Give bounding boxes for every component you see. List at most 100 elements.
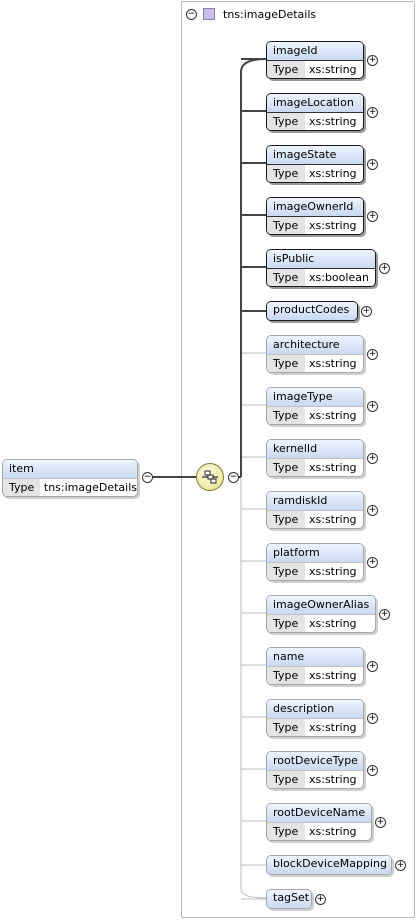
type-value: xs:string <box>309 409 357 422</box>
type-label: Type <box>267 719 305 736</box>
expand-toggle-icon[interactable]: + <box>315 894 326 905</box>
expand-toggle-icon[interactable]: + <box>367 349 378 360</box>
type-value: xs:string <box>309 63 357 76</box>
expand-toggle-icon[interactable]: + <box>367 107 378 118</box>
type-value: xs:string <box>309 669 357 682</box>
type-label: Type <box>267 615 305 632</box>
expand-toggle-icon[interactable]: + <box>361 306 372 317</box>
complex-type-title: tns:imageDetails <box>223 7 317 21</box>
type-label: Type <box>267 823 305 840</box>
root-collapse-toggle-icon[interactable]: − <box>142 472 153 483</box>
element-name: item <box>3 460 137 478</box>
expand-toggle-icon[interactable]: + <box>395 860 406 871</box>
element-type-row: Type xs:string <box>267 112 363 130</box>
element-type-row: Type xs:string <box>267 562 363 580</box>
element-name: rootDeviceName <box>267 804 371 822</box>
expand-toggle-icon[interactable]: + <box>367 505 378 516</box>
expand-toggle-icon[interactable]: + <box>375 817 386 828</box>
expand-toggle-icon[interactable]: + <box>367 453 378 464</box>
element-name: imageState <box>267 146 363 164</box>
element-tagset[interactable]: tagSet <box>266 889 312 909</box>
element-type-row: Type xs:string <box>267 60 363 78</box>
element-name: imageOwnerId <box>267 198 363 216</box>
element-name: platform <box>267 544 363 562</box>
element-name: description <box>267 700 363 718</box>
expand-toggle-icon[interactable]: + <box>367 713 378 724</box>
element-type-row: Type xs:string <box>267 354 363 372</box>
element-type-row: Type xs:string <box>267 770 363 788</box>
type-value: xs:string <box>309 565 357 578</box>
element-name: tagSet <box>267 890 311 908</box>
element-productcodes[interactable]: productCodes <box>266 301 358 321</box>
element-name: isPublic <box>267 250 375 268</box>
type-label: Type <box>267 771 305 788</box>
expand-toggle-icon[interactable]: + <box>367 765 378 776</box>
element-name: blockDeviceMapping <box>267 856 391 874</box>
element-name: imageId <box>267 42 363 60</box>
expand-toggle-icon[interactable]: + <box>367 661 378 672</box>
expand-toggle-icon[interactable]: + <box>367 401 378 412</box>
sequence-glyph-icon <box>202 470 218 484</box>
type-value: xs:string <box>309 461 357 474</box>
type-label: Type <box>267 459 305 476</box>
expand-toggle-icon[interactable]: + <box>379 263 390 274</box>
sequence-collapse-toggle-icon[interactable]: − <box>228 472 239 483</box>
element-name: ramdiskId <box>267 492 363 510</box>
type-value: xs:string <box>309 219 357 232</box>
type-label: Type <box>3 479 40 496</box>
type-label: Type <box>267 355 305 372</box>
element-name: architecture <box>267 336 363 354</box>
type-value: tns:imageDetails <box>43 481 137 494</box>
sequence-compositor-icon[interactable] <box>196 463 224 491</box>
type-label: Type <box>267 563 305 580</box>
root-element-item[interactable]: item Type tns:imageDetails <box>2 459 138 497</box>
optional-trunk-line <box>240 477 267 899</box>
element-name: name <box>267 648 363 666</box>
element-name: imageType <box>267 388 363 406</box>
collapse-toggle-icon[interactable]: − <box>186 8 197 20</box>
element-type-row: Type xs:string <box>267 406 363 424</box>
type-label: Type <box>267 407 305 424</box>
expand-toggle-icon[interactable]: + <box>367 55 378 66</box>
element-type-row: Type tns:imageDetails <box>3 478 137 496</box>
complex-type-frame <box>181 1 415 918</box>
type-label: Type <box>267 61 305 78</box>
type-value: xs:string <box>309 115 357 128</box>
expand-toggle-icon[interactable]: + <box>367 211 378 222</box>
type-value: xs:string <box>309 773 357 786</box>
element-name: imageOwnerAlias <box>267 596 375 614</box>
type-value: xs:string <box>309 721 357 734</box>
element-type-row: Type xs:string <box>267 458 363 476</box>
element-name: productCodes <box>267 302 357 320</box>
expand-toggle-icon[interactable]: + <box>367 159 378 170</box>
expand-toggle-icon[interactable]: + <box>367 557 378 568</box>
type-label: Type <box>267 511 305 528</box>
type-label: Type <box>267 113 305 130</box>
expand-toggle-icon[interactable]: + <box>379 609 390 620</box>
element-blockdevicemapping[interactable]: blockDeviceMapping <box>266 855 392 875</box>
type-label: Type <box>267 165 305 182</box>
type-value: xs:string <box>309 357 357 370</box>
element-type-row: Type xs:string <box>267 718 363 736</box>
